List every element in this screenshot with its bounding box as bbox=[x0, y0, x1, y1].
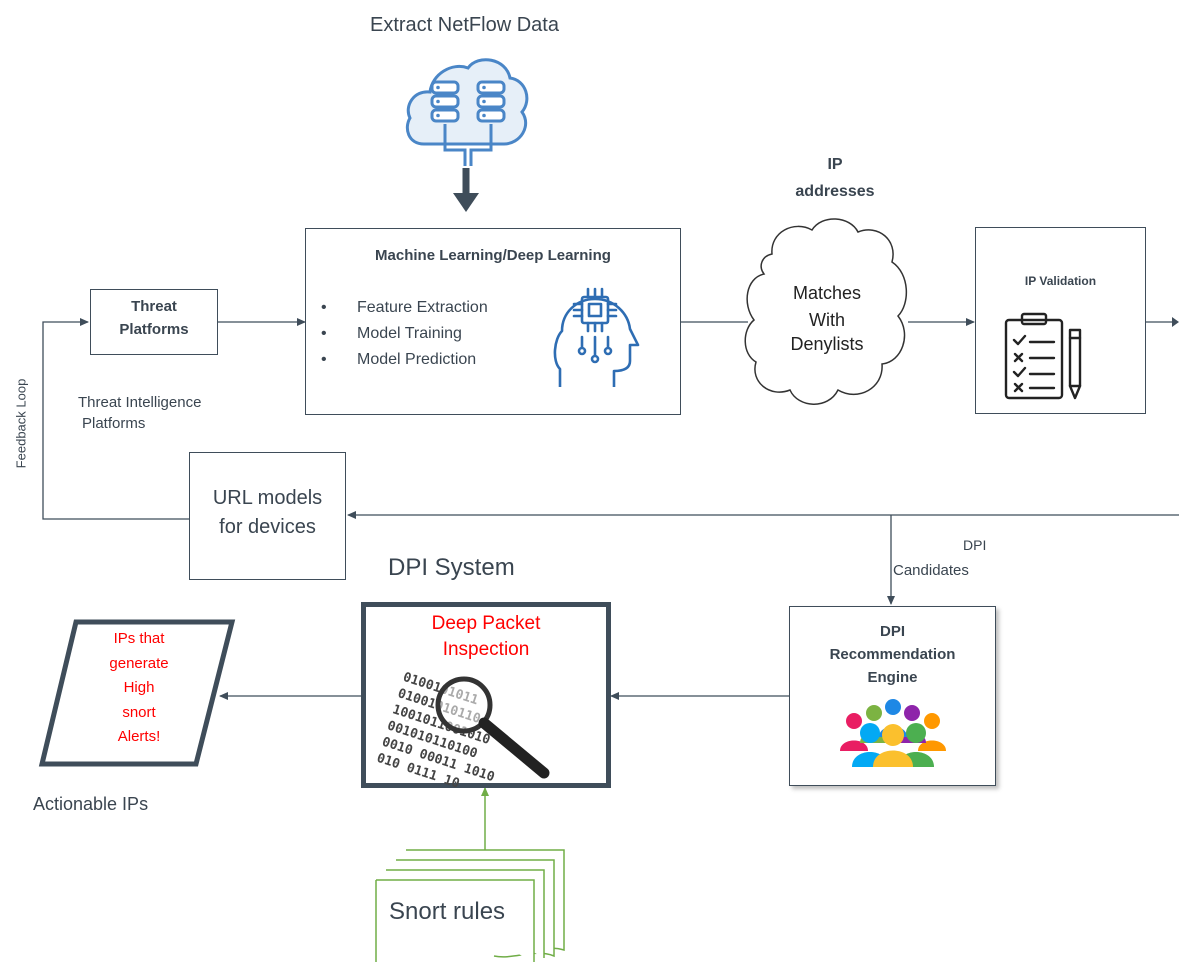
snort-rules-stack bbox=[375, 849, 565, 962]
netflow-arrow bbox=[453, 168, 479, 212]
ip-validation-box: IP Validation bbox=[975, 227, 1146, 414]
cloud-text-line1: Matches bbox=[792, 283, 862, 303]
dpi-candidates-line1: DPI bbox=[963, 537, 987, 553]
ml-bullet-list: •Feature Extraction •Model Training •Mod… bbox=[321, 299, 488, 377]
cloud-text-line3: Denylists bbox=[790, 334, 864, 354]
extract-netflow-label: Extract NetFlow Data bbox=[370, 14, 559, 36]
threat-platforms-title-line2: Platforms bbox=[119, 321, 189, 338]
dpi-box: Deep Packet Inspection 0100101011 010010… bbox=[361, 602, 611, 792]
dpi-title-line2: Inspection bbox=[442, 639, 530, 660]
offpage-arrowhead bbox=[1172, 317, 1179, 327]
ip-label-line2: addresses bbox=[795, 183, 875, 200]
ip-label-line1: IP bbox=[827, 156, 843, 173]
dpi-title-line1: Deep Packet bbox=[431, 613, 541, 634]
dpi-candidates-line2: Candidates bbox=[893, 562, 969, 579]
ml-bullet-item: •Model Training bbox=[321, 325, 462, 342]
ml-bullet-item: •Model Prediction bbox=[321, 351, 477, 368]
ip-validation-title: IP Validation bbox=[1024, 274, 1097, 288]
dpi-engine-line2: Recommendation bbox=[829, 646, 956, 663]
denylist-cloud-shape bbox=[744, 218, 908, 405]
ai-head-icon bbox=[553, 287, 640, 387]
threat-platforms-box: Threat Platforms bbox=[90, 289, 218, 355]
threat-platforms-title-line1: Threat bbox=[131, 298, 177, 315]
ml-title: Machine Learning/Deep Learning bbox=[375, 247, 611, 264]
dpi-engine-box: DPI Recommendation Engine bbox=[789, 606, 996, 786]
feedback-loop-line bbox=[42, 318, 189, 520]
snort-rules-label: Snort rules bbox=[389, 898, 506, 925]
actionable-ips-shape bbox=[38, 619, 236, 767]
dpi-engine-line3: Engine bbox=[867, 669, 918, 686]
cloud-text-line2: With bbox=[809, 310, 845, 330]
url-models-line2: for devices bbox=[219, 516, 316, 538]
actionable-text: IPs that generate High snort Alerts! bbox=[109, 630, 169, 745]
feedback-loop-label: Feedback Loop bbox=[13, 378, 29, 469]
ml-box: Machine Learning/Deep Learning •Feature … bbox=[305, 228, 681, 415]
people-group-icon bbox=[840, 699, 946, 767]
cloud-database-icon bbox=[405, 58, 529, 166]
url-models-box: URL models for devices bbox=[189, 452, 346, 580]
threat-intel-caption-line1: Threat Intelligence bbox=[78, 394, 202, 411]
dpi-engine-line1: DPI bbox=[879, 623, 905, 640]
threat-intel-caption-line2: Platforms bbox=[82, 415, 146, 432]
url-models-line1: URL models bbox=[212, 487, 323, 509]
dpi-system-label: DPI System bbox=[388, 554, 515, 581]
actionable-caption: Actionable IPs bbox=[33, 794, 149, 814]
magnifier-icon bbox=[435, 676, 550, 779]
ml-bullet-item: •Feature Extraction bbox=[321, 299, 488, 316]
checklist-pencil-icon bbox=[1004, 312, 1082, 400]
